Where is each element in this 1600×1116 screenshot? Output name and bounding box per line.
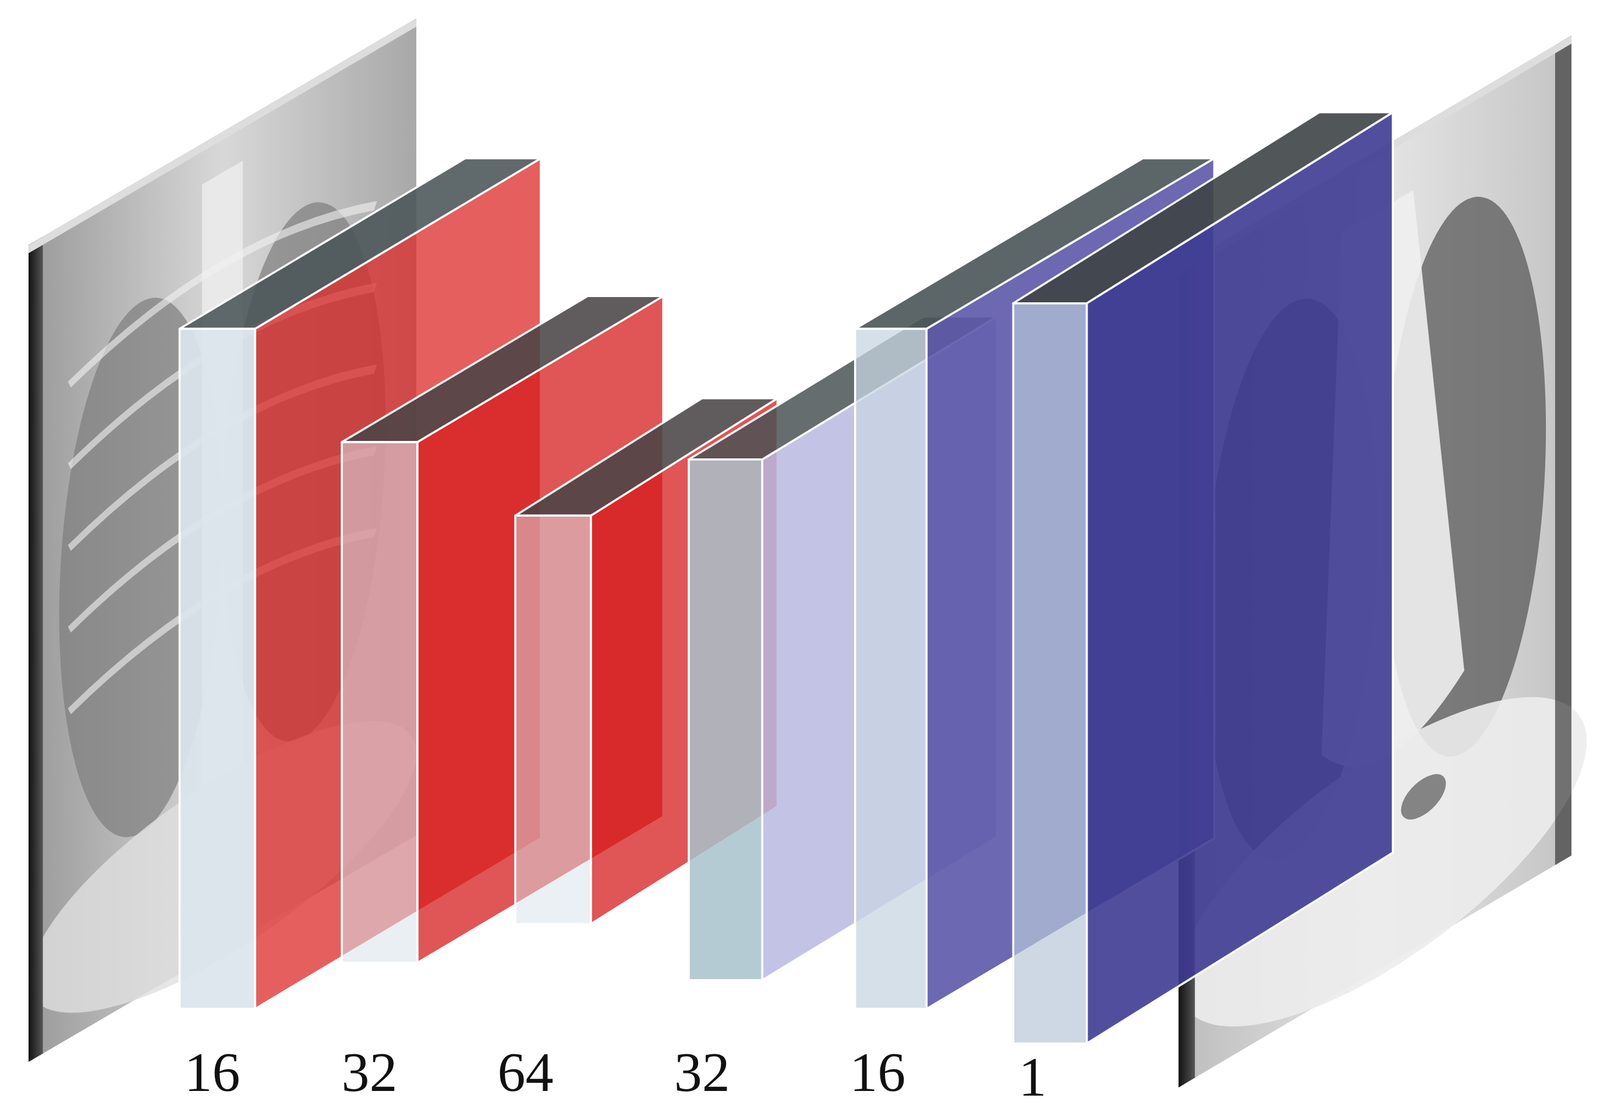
- channel-count: 16: [184, 1043, 241, 1100]
- channel-count: 32: [341, 1043, 398, 1100]
- channel-count: 64: [497, 1043, 554, 1100]
- decoder-layer: [1013, 112, 1393, 1044]
- channel-count: 1: [1018, 1048, 1047, 1105]
- channel-count: 32: [674, 1043, 731, 1100]
- channel-count: 16: [849, 1043, 906, 1100]
